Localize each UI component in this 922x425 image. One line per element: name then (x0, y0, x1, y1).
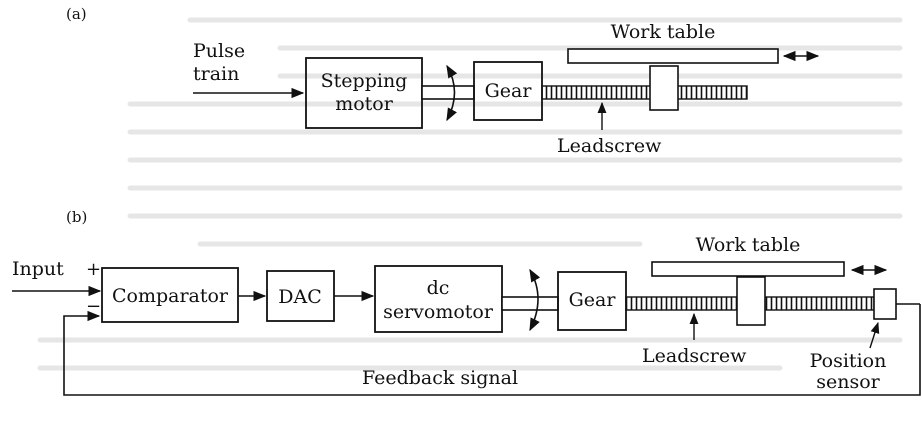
part-a-diagram: (a) Pulse train Stepping motor Gear Work… (66, 5, 820, 157)
work-table-a (567, 48, 779, 64)
pulse-train-label-line1: Pulse (193, 40, 245, 62)
dc-servomotor-label-line1: dc (427, 277, 450, 299)
position-sensor (873, 288, 897, 320)
work-table-b (651, 261, 845, 277)
part-b-tag: (b) (66, 208, 87, 226)
leadscrew-label-b: Leadscrew (642, 345, 747, 367)
minus-sign: − (86, 296, 101, 317)
nut-a (649, 65, 679, 111)
rotation-arrow-a (446, 64, 458, 122)
nut-b (736, 276, 766, 326)
work-table-label-a: Work table (611, 21, 716, 43)
leadscrew-a (541, 85, 748, 100)
pulse-train-label-line2: train (193, 63, 239, 85)
rotation-arrow-b (529, 268, 541, 332)
feedback-signal-label: Feedback signal (362, 367, 518, 389)
stepping-motor-label-line2: motor (335, 93, 394, 115)
part-b-diagram: (b) Input + − Comparator DAC dc servomot… (12, 208, 921, 396)
input-label: Input (12, 258, 64, 280)
gear-label-b: Gear (569, 289, 617, 311)
position-sensor-label-line1: Position (810, 350, 887, 372)
position-sensor-label-line2: sensor (816, 371, 880, 393)
stepping-motor-label-line1: Stepping (321, 70, 408, 92)
position-sensor-pointer (869, 321, 880, 349)
dc-servomotor-label-line2: servomotor (383, 301, 494, 323)
comparator-box (101, 267, 239, 323)
plus-sign: + (86, 259, 101, 280)
work-table-label-b: Work table (696, 234, 801, 256)
part-a-tag: (a) (66, 5, 87, 23)
dac-label: DAC (278, 286, 322, 308)
feedback-path (63, 304, 921, 396)
motor-shaft-a (421, 85, 475, 100)
comparator-label: Comparator (112, 285, 229, 307)
leadscrew-label-a: Leadscrew (557, 135, 662, 157)
motor-shaft-b (501, 296, 559, 311)
gear-label-a: Gear (485, 80, 533, 102)
